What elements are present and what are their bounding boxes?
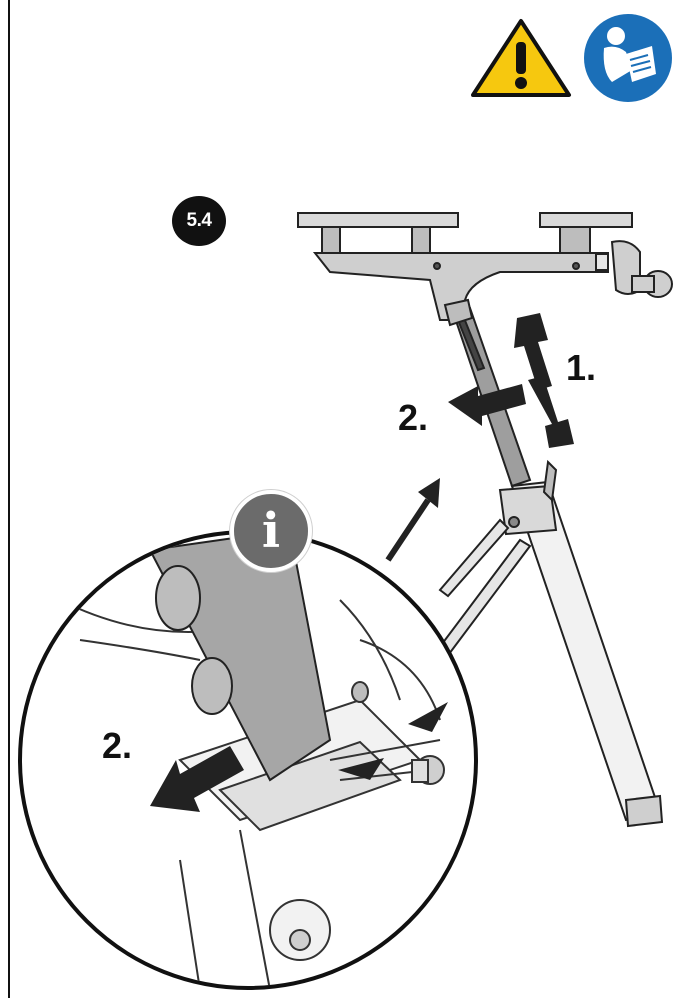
- pull-arrow-lower: [150, 746, 244, 812]
- pull-arrow-upper: [448, 384, 526, 426]
- read-manual-icon: [584, 14, 672, 102]
- step-label-1: 1.: [566, 347, 597, 388]
- warning-triangle-icon: [471, 19, 571, 97]
- detail-magnifier: [18, 530, 478, 990]
- step-label-2-upper: 2.: [398, 397, 429, 438]
- support-head: [297, 212, 633, 321]
- info-icon: i: [230, 490, 312, 572]
- lock-arrow-top: [408, 702, 448, 732]
- page-border-line: [8, 0, 10, 998]
- step-number-badge: 5.4: [172, 196, 226, 246]
- detail-pointer-arrow: [385, 478, 440, 562]
- up-down-arrow: [514, 313, 574, 448]
- step-label-2-lower: 2.: [102, 725, 133, 766]
- lock-arrow-bottom: [338, 758, 384, 780]
- locking-knob: [610, 240, 673, 298]
- stand-leg: [428, 459, 664, 828]
